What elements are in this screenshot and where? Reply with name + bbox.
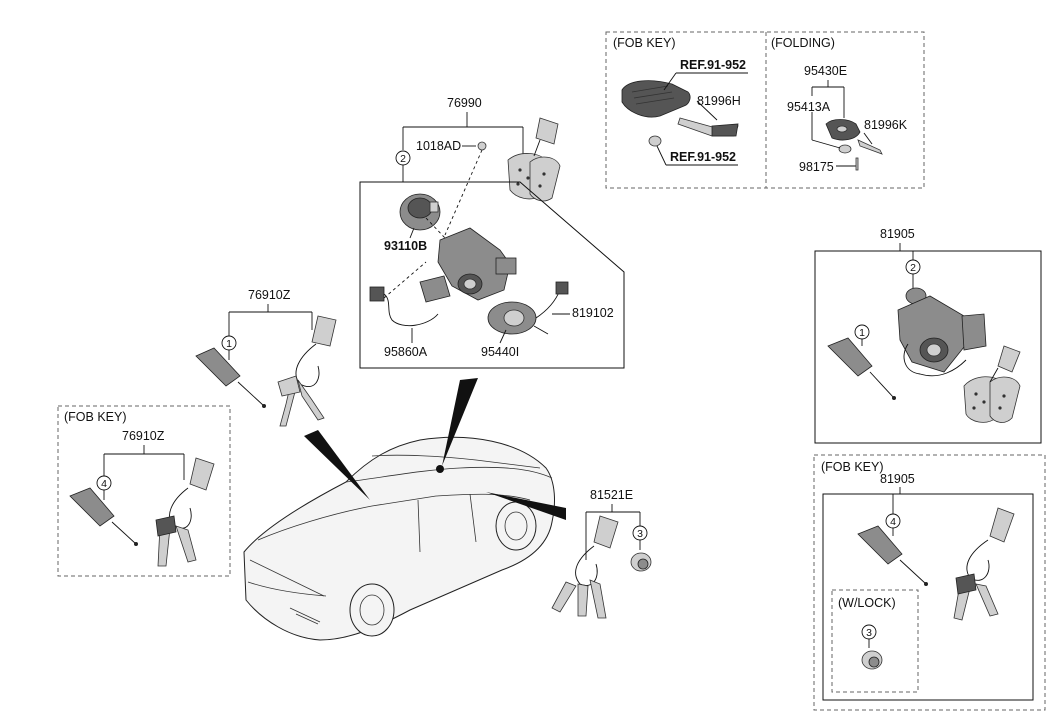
svg-text:3: 3 — [866, 627, 872, 639]
ignition-location-dot — [436, 465, 444, 473]
emergency-key-blade — [677, 117, 739, 137]
part-81996K-label: 81996K — [864, 118, 908, 132]
part-76990-label: 76990 — [447, 96, 482, 110]
ignition-switch-body — [437, 227, 517, 301]
pointer-ignition — [442, 378, 478, 466]
svg-text:4: 4 — [890, 516, 896, 528]
fob-key-label-right: (FOB KEY) — [821, 460, 884, 474]
harness-95860A — [369, 275, 451, 327]
fob-key-label-left: (FOB KEY) — [64, 410, 127, 424]
callout-4-right: 4 — [885, 513, 901, 529]
exploded-view-frame — [359, 181, 625, 369]
callout-1-right: 1 — [854, 324, 870, 340]
part-81996H-label: 81996H — [697, 94, 741, 108]
callout-1-left: 1 — [221, 335, 237, 351]
part-93110B-label: 93110B — [384, 239, 427, 253]
fob-battery — [648, 135, 662, 147]
key-tag-and-keys-left — [155, 457, 215, 567]
key-tag-and-keys-right — [953, 507, 1015, 621]
svg-text:2: 2 — [910, 262, 916, 274]
part-81905-label: 81905 — [880, 227, 915, 241]
lock-set-81905-panel: 81905 2 1 — [814, 227, 1042, 444]
key-set-tag — [507, 117, 561, 202]
callout-2-center: 2 — [395, 150, 411, 166]
pointer-trunk — [486, 492, 566, 520]
door-lock-cylinder-1 — [195, 347, 266, 408]
lock-cylinder-93110B — [399, 193, 441, 231]
part-819102-label: 819102 — [572, 306, 614, 320]
callout-3-right: 3 — [861, 624, 877, 640]
callout-3-center: 3 — [632, 525, 648, 541]
part-76910Z-label: 76910Z — [248, 288, 291, 302]
pin — [855, 157, 859, 171]
fob-key-label: (FOB KEY) — [613, 36, 676, 50]
pointer-door-lock — [304, 430, 370, 500]
w-lock-label: (W/LOCK) — [838, 596, 896, 610]
callout-4-left: 4 — [96, 475, 112, 491]
part-81521E-label: 81521E — [590, 488, 633, 502]
smart-key-fob — [621, 80, 691, 118]
part-95860A-label: 95860A — [384, 345, 428, 359]
svg-text:2: 2 — [400, 153, 406, 165]
folding-key-battery — [838, 144, 852, 154]
vehicle-sedan — [243, 436, 555, 641]
key-set-tag-right — [963, 345, 1021, 423]
door-lock-cylinder-4-right — [857, 525, 928, 586]
svg-text:1: 1 — [859, 327, 865, 339]
folding-label: (FOLDING) — [771, 36, 835, 50]
ref-91-952-bottom: REF.91-952 — [670, 150, 736, 164]
screw — [477, 141, 487, 151]
part-95430E-label: 95430E — [804, 64, 847, 78]
svg-text:1: 1 — [226, 338, 232, 350]
svg-text:4: 4 — [101, 478, 107, 490]
part-98175-label: 98175 — [799, 160, 834, 174]
immobilizer-antenna-95440I — [487, 281, 569, 335]
ref-91-952-top: REF.91-952 — [680, 58, 746, 72]
ignition-switch-right — [897, 287, 987, 377]
svg-text:3: 3 — [637, 528, 643, 540]
part-1018AD-label: 1018AD — [416, 139, 461, 153]
lock-cap-3-center — [630, 552, 652, 572]
key-tag-and-keys-center — [551, 515, 619, 619]
lock-cap-3-right — [861, 650, 883, 670]
fob-key-76910Z-panel: (FOB KEY) 76910Z 4 — [57, 405, 231, 577]
part-81905-fob-label: 81905 — [880, 472, 915, 486]
key-tag-and-keys-1 — [277, 315, 337, 427]
folding-key-fob — [825, 119, 883, 155]
fob-key-folding-panel: (FOB KEY) (FOLDING) REF.91-952 81996H RE… — [605, 31, 925, 189]
callout-2-right: 2 — [905, 259, 921, 275]
door-lock-76910Z-group: 76910Z 1 — [195, 288, 337, 427]
fob-key-81905-panel: (FOB KEY) 81905 4 (W/LOCK) 3 — [813, 454, 1046, 711]
part-76910Z-fob-label: 76910Z — [122, 429, 165, 443]
door-lock-cylinder-4-left — [69, 487, 138, 546]
trunk-lock-81521E-group: 81521E 3 — [551, 488, 652, 619]
part-95440I-label: 95440I — [481, 345, 519, 359]
part-95413A-label: 95413A — [787, 100, 831, 114]
door-lock-cylinder-right — [827, 337, 896, 400]
ignition-lock-assembly: 76990 2 1018AD 93110 — [359, 96, 625, 369]
